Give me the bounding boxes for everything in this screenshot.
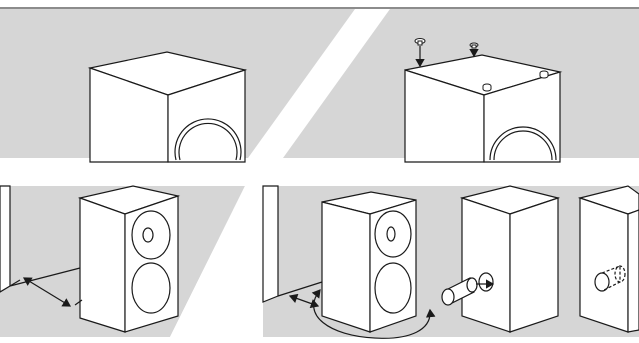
panel-3-scene [0, 185, 181, 333]
rotation-arrow-icon [311, 289, 436, 339]
foot-pad-icon [414, 38, 549, 92]
port-plug-icon [594, 265, 626, 292]
panel-1-speaker [87, 51, 248, 163]
panel-divider [170, 186, 263, 337]
port-plug-icon [441, 277, 495, 306]
distance-arrow-icon [9, 277, 83, 307]
panel-2-speaker [404, 54, 563, 163]
rear-speaker-plug [459, 185, 561, 333]
rear-speaker-installed [577, 185, 639, 333]
